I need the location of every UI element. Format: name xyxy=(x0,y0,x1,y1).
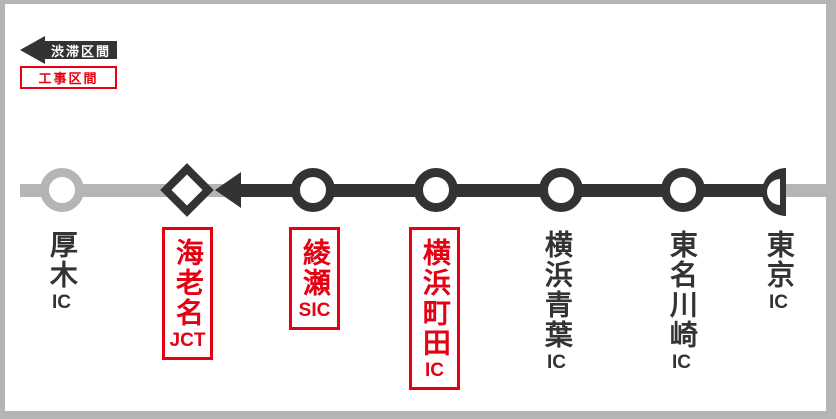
station-node-ebina-jct xyxy=(160,163,214,217)
station-node-ayase xyxy=(291,168,335,212)
station-name: 東京 xyxy=(763,230,795,290)
route-line-congestion xyxy=(240,184,786,197)
station-label-atsugi: 厚木 IC xyxy=(39,230,84,312)
station-suffix: JCT xyxy=(169,330,206,351)
station-node-atsugi xyxy=(40,168,84,212)
station-name: 横浜町田 xyxy=(419,238,451,358)
station-suffix: IC xyxy=(547,352,566,373)
station-suffix: SIC xyxy=(298,300,331,321)
congestion-arrow-icon xyxy=(215,172,241,208)
station-suffix: IC xyxy=(52,292,71,313)
station-label-ebina-jct: 海老名 JCT xyxy=(162,227,213,360)
station-node-kawasaki xyxy=(661,168,705,212)
station-node-machida xyxy=(414,168,458,212)
station-label-ayase: 綾瀬 SIC xyxy=(289,227,340,330)
route-line-gray-right xyxy=(786,184,826,197)
left-arrow-icon xyxy=(20,36,45,64)
station-suffix: IC xyxy=(769,292,788,313)
station-name: 東名川崎 xyxy=(666,230,698,350)
legend-congestion-label: 渋滞区間 xyxy=(45,41,117,59)
station-node-tokyo-terminal-inner xyxy=(767,179,780,205)
legend-construction: 工事区間 xyxy=(20,66,117,89)
station-name: 海老名 xyxy=(172,238,204,328)
station-node-aoba xyxy=(539,168,583,212)
station-name: 横浜青葉 xyxy=(541,230,573,350)
station-suffix: IC xyxy=(425,360,444,381)
station-name: 厚木 xyxy=(46,230,78,290)
station-name: 綾瀬 xyxy=(299,238,331,298)
station-label-tokyo: 東京 IC xyxy=(756,230,801,312)
station-label-yokohama-aoba: 横浜青葉 IC xyxy=(534,230,579,372)
legend-construction-label: 工事区間 xyxy=(38,71,99,86)
station-label-tomei-kawasaki: 東名川崎 IC xyxy=(659,230,704,372)
station-suffix: IC xyxy=(672,352,691,373)
station-label-yokohama-machida: 横浜町田 IC xyxy=(409,227,460,390)
